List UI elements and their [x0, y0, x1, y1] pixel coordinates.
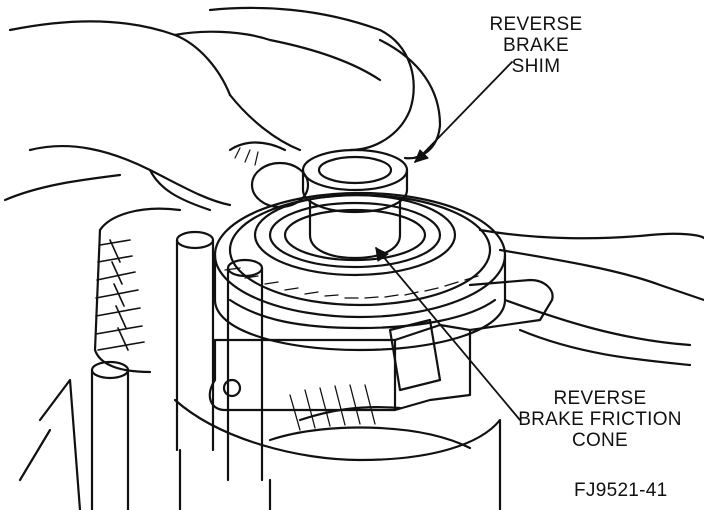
- transmission-case: [478, 228, 704, 367]
- shim-leader-arrow: [414, 149, 429, 163]
- dowel-pins: [90, 230, 264, 510]
- label-line: SHIM: [511, 56, 561, 77]
- lower-housing: [18, 378, 502, 510]
- label-line: REVERSE: [489, 14, 583, 35]
- reverse-brake-shim-label: REVERSE BRAKE SHIM: [478, 14, 594, 77]
- helical-gear: [93, 207, 182, 374]
- label-line: CONE: [571, 430, 629, 451]
- friction-cone-stack: [213, 191, 507, 352]
- shim-leader-line: [414, 61, 513, 163]
- cone-leader-arrow: [375, 247, 389, 262]
- label-line: REVERSE: [553, 388, 647, 409]
- label-line: BRAKE FRICTION: [518, 409, 682, 430]
- figure-id: FJ9521-41: [574, 480, 668, 501]
- reverse-brake-friction-cone-label: REVERSE BRAKE FRICTION CONE: [512, 388, 688, 451]
- hand-illustration: [3, 6, 442, 212]
- cone-leader-line: [375, 247, 521, 421]
- label-line: BRAKE: [503, 35, 569, 56]
